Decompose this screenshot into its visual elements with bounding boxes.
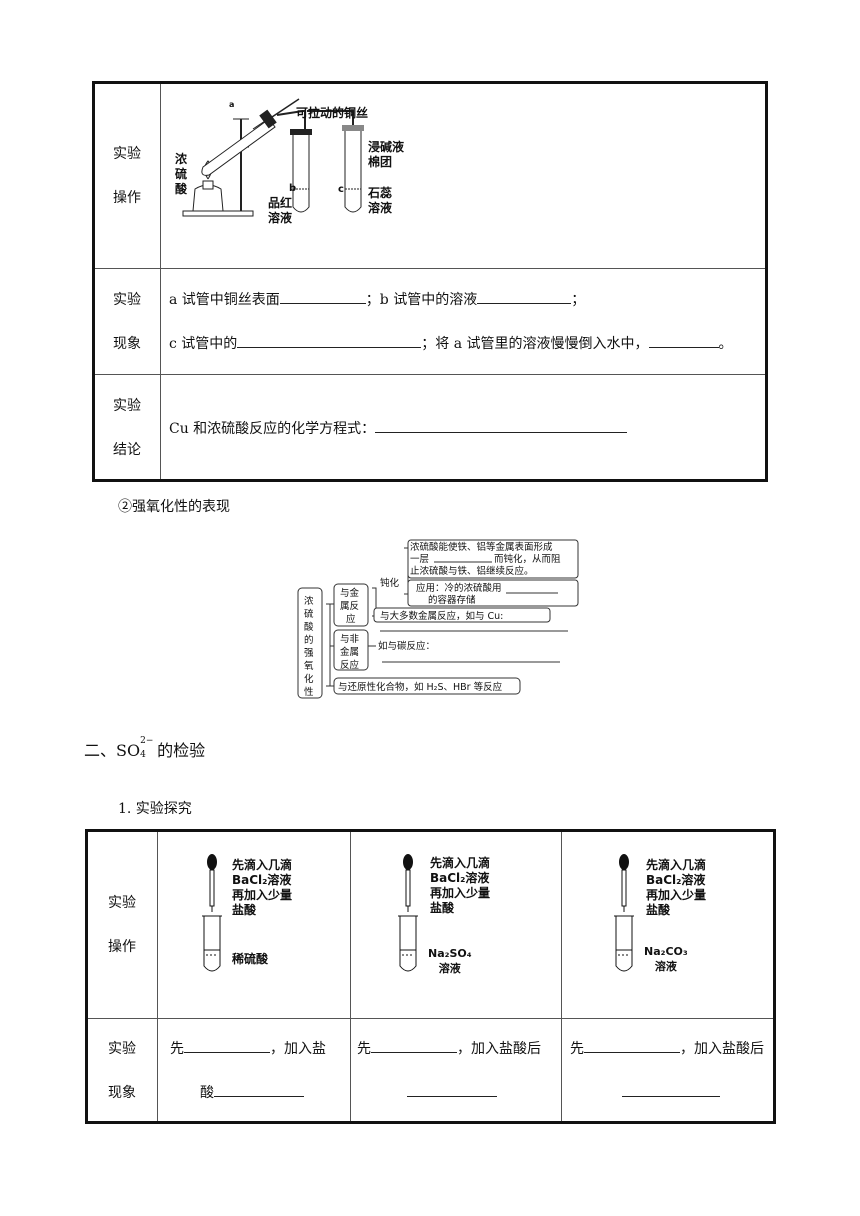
tube-cell-2 bbox=[350, 830, 562, 1019]
subsection-experiment: 1. 实验探究 bbox=[118, 801, 192, 817]
solution-label-1: 稀硫酸 bbox=[232, 952, 269, 966]
svg-text:酸: 酸 bbox=[304, 621, 314, 633]
phenomena-line-2: c 试管中的；将 a 试管里的溶液慢慢倒入水中，。 bbox=[169, 322, 765, 366]
reagent-label-2: 先滴入几滴 BaCl₂溶液 再加入少量 盐酸 bbox=[430, 856, 491, 915]
test-tube-figure-2 bbox=[392, 852, 432, 982]
svg-text:属反: 属反 bbox=[340, 601, 359, 612]
apparatus-cell: a bbox=[160, 82, 767, 269]
phenomena-cell: a 试管中铜丝表面；b 试管中的溶液； c 试管中的；将 a 试管里的溶液慢慢倒… bbox=[160, 268, 767, 375]
test-tube-figure-1 bbox=[196, 852, 236, 982]
solution-label-2: Na₂SO₄ 溶液 bbox=[428, 947, 472, 975]
svg-text:金属: 金属 bbox=[340, 646, 359, 658]
blank-field[interactable] bbox=[279, 289, 366, 304]
phenomena-cell-1: 先，加入盐 酸 bbox=[157, 1018, 351, 1123]
svg-text:而钝化，从而阻: 而钝化，从而阻 bbox=[494, 553, 561, 565]
test-tube-figure-3 bbox=[608, 852, 648, 982]
svg-text:的: 的 bbox=[304, 634, 314, 646]
row-head-conclusion: 实验 结论 bbox=[93, 374, 161, 481]
svg-text:强: 强 bbox=[304, 648, 314, 659]
tube-a-label: a bbox=[229, 100, 234, 109]
svg-text:应: 应 bbox=[346, 613, 356, 625]
blank-field[interactable] bbox=[371, 1038, 457, 1053]
most-metals-node: 与大多数金属反应，如与 Cu: bbox=[380, 610, 503, 622]
conclusion-cell: Cu 和浓硫酸反应的化学方程式： bbox=[160, 374, 767, 481]
passivation-description: 浓硫酸能使铁、铝等金属表面形成 一层 而钝化，从而阻 止浓硫酸与铁、铝继续反应。 bbox=[410, 541, 561, 577]
svg-text:的容器存储: 的容器存储 bbox=[428, 594, 476, 606]
svg-text:氧: 氧 bbox=[304, 660, 314, 672]
nonmetal-reaction-node: 与非 金属 反应 bbox=[340, 633, 360, 671]
experiment-table-2: 实验 操作 实验 现象 先，加入盐 酸 先，加入盐酸后 先，加入盐酸后 bbox=[85, 829, 776, 1124]
svg-text:浓硫酸能使铁、铝等金属表面形成: 浓硫酸能使铁、铝等金属表面形成 bbox=[410, 541, 553, 553]
experiment-table-1: 实验 操作 a bbox=[92, 81, 768, 482]
passivation-node: 钝化 bbox=[380, 577, 400, 589]
blank-field[interactable] bbox=[648, 333, 719, 348]
metal-reaction-node: 与金 属反 应 bbox=[340, 587, 360, 625]
svg-text:硫: 硫 bbox=[304, 608, 314, 620]
copper-sulfuric-apparatus-diagram: a bbox=[182, 97, 364, 216]
row-head-operation-2: 实验 操作 bbox=[86, 830, 158, 1019]
tube-cell-3 bbox=[561, 830, 775, 1019]
solution-label-3: Na₂CO₃ 溶液 bbox=[644, 945, 688, 973]
phenomena-cell-2: 先，加入盐酸后 bbox=[350, 1018, 562, 1123]
blank-field[interactable] bbox=[407, 1082, 497, 1097]
row-head-phenomena: 实验 现象 bbox=[93, 268, 161, 375]
carbon-node: 如与碳反应： bbox=[378, 640, 435, 652]
dropper-tube-icon bbox=[398, 854, 418, 972]
svg-text:与金: 与金 bbox=[340, 587, 360, 599]
mindmap-root: 浓 硫 酸 的 强 氧 化 性 bbox=[304, 595, 314, 698]
blank-field[interactable] bbox=[584, 1038, 680, 1053]
svg-text:化: 化 bbox=[304, 673, 314, 685]
svg-text:应用：冷的浓硫酸用: 应用：冷的浓硫酸用 bbox=[416, 582, 502, 594]
blank-field[interactable] bbox=[375, 418, 628, 433]
blank-field[interactable] bbox=[237, 333, 422, 348]
blank-field[interactable] bbox=[622, 1082, 720, 1097]
svg-text:与非: 与非 bbox=[340, 633, 360, 645]
svg-text:性: 性 bbox=[304, 686, 314, 698]
phenomena-line-1: a 试管中铜丝表面；b 试管中的溶液； bbox=[169, 278, 765, 322]
row-head-phenomena-2: 实验 现象 bbox=[86, 1018, 158, 1123]
svg-text:一层: 一层 bbox=[410, 554, 429, 565]
phenomena-cell-3: 先，加入盐酸后 bbox=[561, 1018, 775, 1123]
blank-field[interactable] bbox=[214, 1082, 304, 1097]
blank-field[interactable] bbox=[184, 1038, 270, 1053]
svg-text:反应: 反应 bbox=[340, 659, 360, 671]
dropper-tube-icon bbox=[614, 854, 634, 972]
blank-field[interactable] bbox=[477, 289, 572, 304]
application-node: 应用：冷的浓硫酸用 的容器存储 bbox=[416, 582, 502, 606]
dropper-tube-icon bbox=[202, 854, 222, 972]
reagent-label-3: 先滴入几滴 BaCl₂溶液 再加入少量 盐酸 bbox=[646, 858, 707, 917]
row-head-operation: 实验 操作 bbox=[93, 82, 161, 269]
section-strong-oxidation: ②强氧化性的表现 bbox=[118, 499, 230, 515]
oxidation-mindmap: 浓 硫 酸 的 强 氧 化 性 与金 属反 应 钝化 浓硫酸能使铁、铝等金属表面… bbox=[297, 539, 579, 699]
svg-text:止浓硫酸与铁、铝继续反应。: 止浓硫酸与铁、铝继续反应。 bbox=[410, 565, 534, 577]
reducing-compounds-node: 与还原性化合物，如 H₂S、HBr 等反应 bbox=[338, 681, 503, 693]
reagent-label-1: 先滴入几滴 BaCl₂溶液 再加入少量 盐酸 bbox=[232, 858, 293, 917]
svg-text:浓: 浓 bbox=[304, 595, 314, 607]
